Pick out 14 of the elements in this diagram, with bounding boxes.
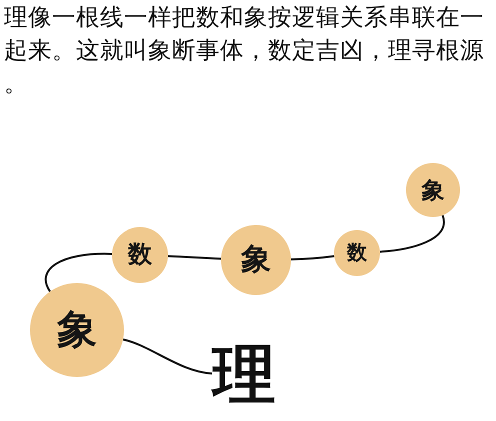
character-label: 象 — [241, 245, 271, 275]
connector-line — [122, 338, 212, 374]
character-label: 数 — [347, 243, 367, 263]
circle-node — [334, 230, 380, 276]
connector-line — [380, 215, 445, 253]
circle-node — [406, 163, 460, 217]
character-label: 象 — [422, 178, 444, 202]
description-paragraph: 理像一根线一样把数和象按逻辑关系串联在一起来。这就叫象断事体，数定吉凶，理寻根源。 — [4, 2, 485, 99]
connector-line — [168, 255, 222, 260]
large-character-label: 理 — [212, 340, 276, 410]
connector-line — [44, 252, 112, 292]
character-label: 数 — [128, 243, 152, 267]
connector-line — [290, 255, 334, 260]
character-label: 象 — [57, 310, 97, 350]
